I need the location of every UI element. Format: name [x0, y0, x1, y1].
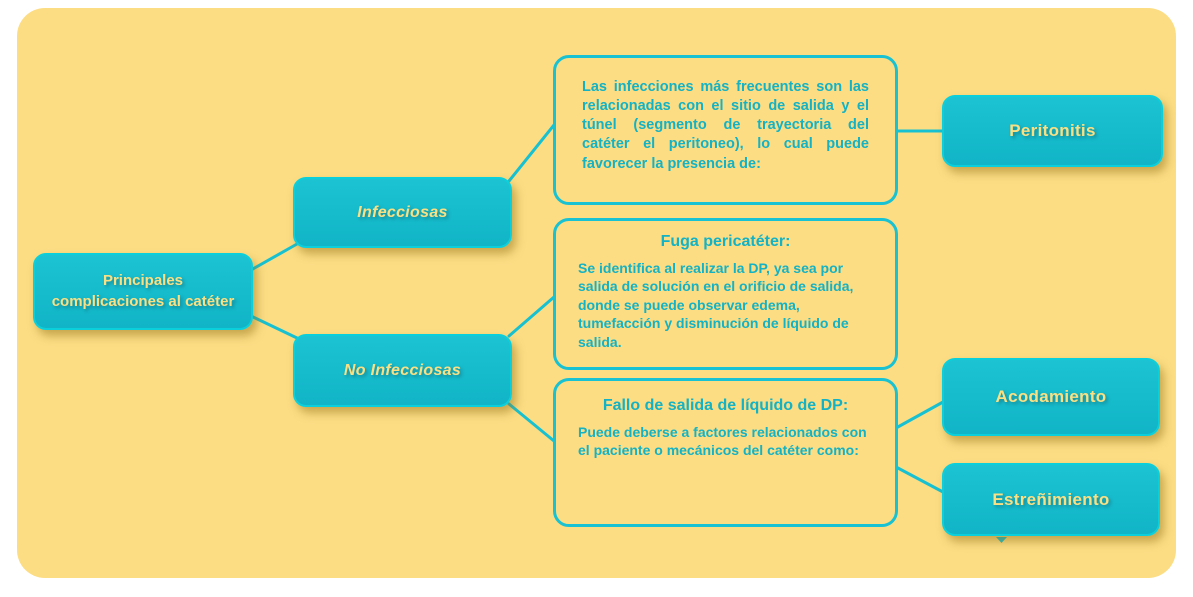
node-acodamiento: Acodamiento — [942, 358, 1160, 436]
infobox-infecciones-body: Las infecciones más frecuentes son las r… — [582, 79, 869, 172]
node-estrenimiento: Estreñimiento — [942, 463, 1160, 536]
infobox-fuga-body: Se identifica al realizar la DP, ya sea … — [578, 260, 854, 350]
infobox-fallo-title: Fallo de salida de líquido de DP: — [602, 397, 849, 414]
node-infecciosas: Infecciosas — [293, 177, 512, 248]
infobox-fallo-body: Puede deberse a factores relacionados co… — [578, 424, 867, 459]
node-acodamiento-label: Acodamiento — [995, 387, 1107, 406]
infobox-fuga-pericateter: Fuga pericatéter: Se identifica al reali… — [553, 218, 898, 370]
node-root-label: Principales complicaciones al catéter — [51, 272, 235, 310]
infobox-infecciones: Las infecciones más frecuentes son las r… — [553, 55, 898, 205]
node-no-infecciosas: No Infecciosas — [293, 334, 512, 407]
node-no-infecciosas-label: No Infecciosas — [343, 361, 462, 379]
infobox-fallo-salida: Fallo de salida de líquido de DP: Puede … — [553, 378, 898, 527]
node-root: Principales complicaciones al catéter — [33, 253, 253, 330]
node-peritonitis-label: Peritonitis — [1009, 121, 1096, 140]
infobox-fuga-title: Fuga pericatéter: — [660, 233, 791, 250]
node-estrenimiento-label: Estreñimiento — [992, 489, 1110, 509]
node-peritonitis: Peritonitis — [942, 95, 1163, 167]
node-infecciosas-label: Infecciosas — [357, 203, 448, 221]
